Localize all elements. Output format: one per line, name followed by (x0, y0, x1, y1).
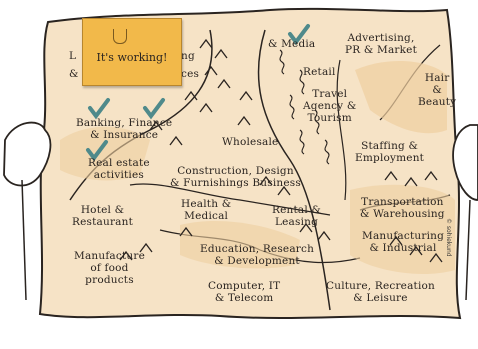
mountain-icons (119, 38, 443, 263)
label-health: Health & Medical (181, 198, 232, 222)
label-hair-beauty: Hair & Beauty (418, 72, 457, 108)
partial-label: ces (181, 68, 200, 80)
partial-label: & (69, 68, 79, 80)
land-shade (350, 184, 455, 275)
right-hand (452, 124, 478, 201)
left-hand (3, 121, 52, 187)
road-line (129, 183, 331, 216)
river-squiggles (279, 49, 330, 165)
land-shade (355, 60, 447, 134)
land-shade (180, 220, 300, 269)
label-education: Education, Research & Development (200, 243, 315, 267)
label-culture: Culture, Recreation & Leisure (326, 280, 435, 304)
credit-text: © sohiekund (445, 218, 452, 257)
label-real-estate: Real estate activities (88, 157, 150, 181)
label-manufacture-food: Manufacture of food products (74, 250, 145, 286)
label-manufacturing-industrial: Manufacturing & Industrial (362, 230, 445, 254)
label-transportation: Transportation & Warehousing (360, 196, 445, 220)
check-icons (86, 24, 310, 162)
label-travel: Travel Agency & Tourism (303, 88, 357, 124)
sticky-note: It's working! (82, 18, 182, 86)
label-construction: Construction, Design & Furnishings Busin… (170, 165, 301, 189)
label-computer: Computer, IT & Telecom (208, 280, 281, 304)
left-arm (21, 179, 27, 301)
label-advertising: Advertising, PR & Market (345, 32, 418, 56)
partial-label: ng (181, 50, 195, 62)
label-retail: Retail (303, 66, 336, 78)
road-line (257, 29, 331, 311)
label-rental: Rental & Leasing (272, 204, 322, 228)
road-line (336, 59, 347, 201)
label-hotel: Hotel & Restaurant (72, 204, 134, 228)
clip-icon (113, 29, 127, 44)
partial-label: L (69, 50, 77, 62)
label-staffing: Staffing & Employment (355, 140, 425, 164)
sticky-note-text: It's working! (96, 51, 168, 64)
label-media: & Media (268, 38, 316, 50)
label-banking: Banking, Finance & Insurance (76, 117, 173, 141)
land-shade (60, 126, 150, 181)
label-wholesale: Wholesale (222, 136, 279, 148)
right-arm (465, 199, 471, 301)
